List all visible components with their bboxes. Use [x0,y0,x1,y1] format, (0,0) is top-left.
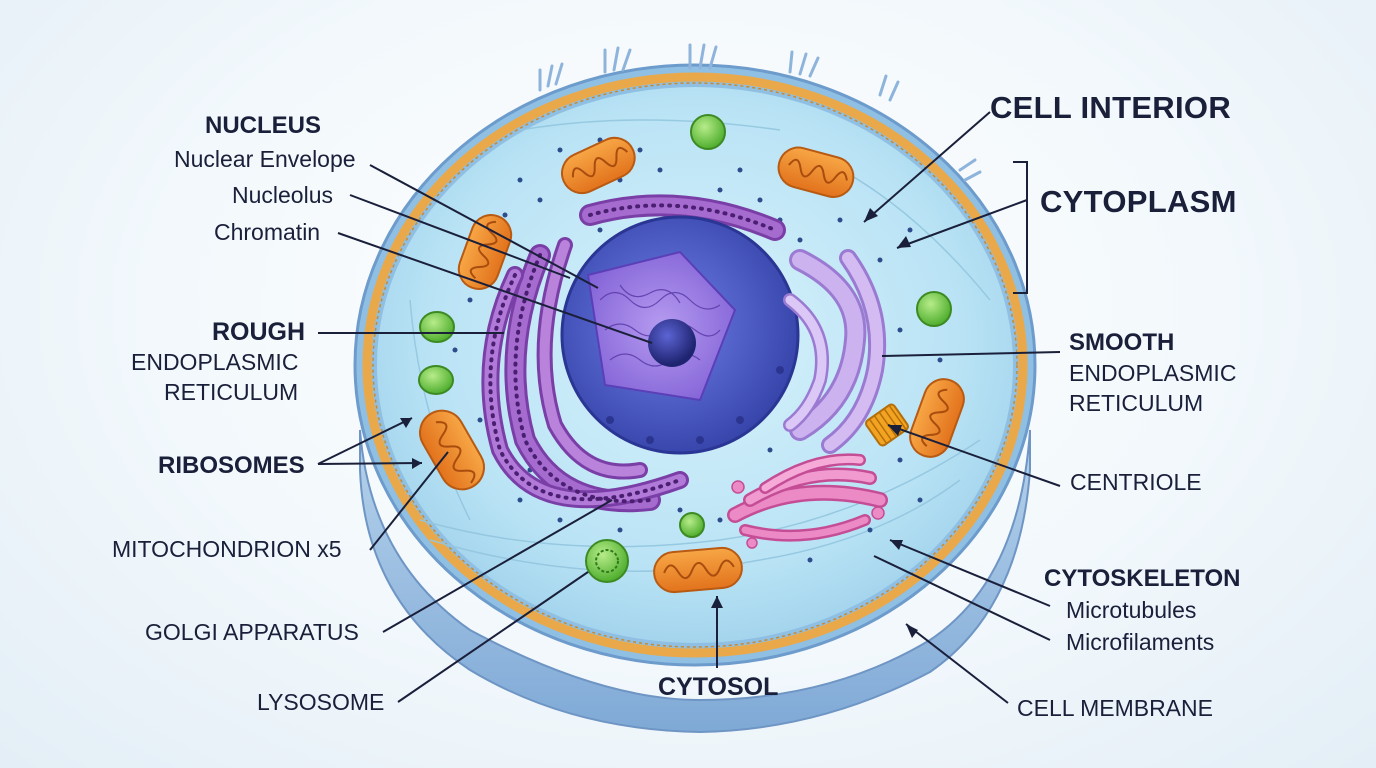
golgi-apparatus [727,453,888,549]
label-cell-membrane: CELL MEMBRANE [1017,695,1213,721]
cell-body-base [359,429,1031,734]
leader-lines [317,111,1061,704]
label-mitochondrion: MITOCHONDRION x5 [112,536,342,562]
label-nucleus: NUCLEUS [205,112,322,139]
nucleolus [648,319,696,367]
label-rough-er-line2: ENDOPLASMIC [131,349,299,375]
membrane-lipid-layer [362,72,1028,658]
membrane-proteins [538,43,982,182]
free-ribosomes [447,137,943,563]
label-cell-interior: CELL INTERIOR [990,90,1232,125]
label-smooth-er-line1: SMOOTH [1069,329,1175,356]
label-microtubules: Microtubules [1066,597,1197,623]
label-smooth-er-line3: RETICULUM [1069,390,1204,416]
label-chromatin: Chromatin [214,219,321,245]
label-nucleolus: Nucleolus [232,182,333,208]
label-golgi-apparatus: GOLGI APPARATUS [145,619,359,645]
label-smooth-er-line2: ENDOPLASMIC [1069,360,1237,386]
cytoplasm-bracket [1013,161,1028,294]
rough-endoplasmic-reticulum [481,194,786,513]
arrowheads [400,208,918,638]
mitochondria [419,136,965,594]
nucleus [560,215,800,455]
label-cytoplasm: CYTOPLASM [1040,184,1237,219]
label-rough-er-line3: RETICULUM [164,379,299,405]
label-lysosome: LYSOSOME [257,689,385,715]
label-cytosol: CYTOSOL [658,673,779,701]
label-nuclear-envelope: Nuclear Envelope [174,146,356,172]
smooth-endoplasmic-reticulum [783,249,887,454]
label-cytoskeleton: CYTOSKELETON [1044,565,1241,592]
lysosomes [418,114,952,583]
label-centriole: CENTRIOLE [1070,469,1202,495]
label-ribosomes: RIBOSOMES [158,452,305,479]
membrane-inner-edge [372,82,1018,648]
label-microfilaments: Microfilaments [1066,629,1215,655]
label-rough-er-line1: ROUGH [212,318,306,346]
